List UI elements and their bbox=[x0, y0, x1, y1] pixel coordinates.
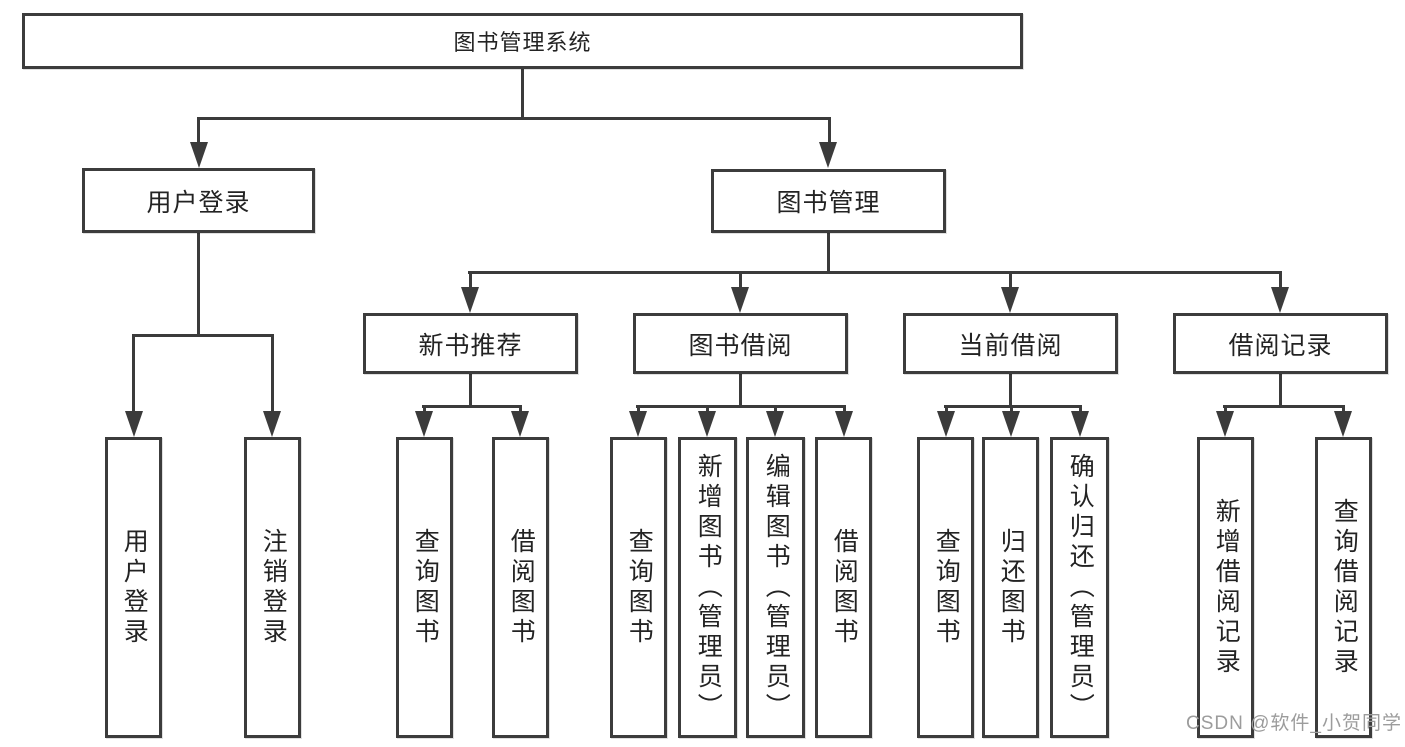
node-new-book-recommend: 新书推荐 bbox=[363, 313, 578, 374]
edge-line bbox=[739, 374, 742, 408]
edge-arrowhead bbox=[125, 411, 143, 437]
leaf-borrow-book-borrow: 借阅图书 bbox=[815, 437, 872, 738]
leaf-borrow-book-newbook-label: 借阅图书 bbox=[507, 527, 536, 648]
edge-arrowhead bbox=[937, 411, 955, 437]
edge-line bbox=[1079, 405, 1082, 413]
leaf-confirm-return-admin-label: 确认归还（管理员） bbox=[1066, 452, 1095, 723]
edge-line bbox=[271, 334, 274, 412]
edge-arrowhead bbox=[1002, 411, 1020, 437]
edge-arrowhead bbox=[835, 411, 853, 437]
edge-line bbox=[843, 405, 846, 413]
leaf-add-book-admin-label: 新增图书（管理员） bbox=[694, 452, 723, 723]
edge-line bbox=[1342, 405, 1345, 413]
edge-line bbox=[1010, 405, 1013, 413]
edge-line bbox=[521, 69, 524, 118]
node-new-book-recommend-label: 新书推荐 bbox=[418, 331, 523, 360]
node-book-management: 图书管理 bbox=[711, 169, 946, 233]
node-current-borrow: 当前借阅 bbox=[903, 313, 1118, 374]
leaf-add-book-admin: 新增图书（管理员） bbox=[678, 437, 737, 738]
leaf-query-book-newbook-label: 查询图书 bbox=[411, 527, 440, 648]
edge-line bbox=[774, 405, 777, 413]
leaf-add-borrow-record: 新增借阅记录 bbox=[1197, 437, 1254, 738]
edge-line bbox=[469, 271, 472, 289]
node-borrow-records: 借阅记录 bbox=[1173, 313, 1388, 374]
node-book-borrow-label: 图书借阅 bbox=[688, 331, 793, 360]
edge-line bbox=[827, 233, 830, 273]
edge-arrowhead bbox=[698, 411, 716, 437]
edge-arrowhead bbox=[263, 411, 281, 437]
edge-arrowhead bbox=[415, 411, 433, 437]
edge-arrowhead bbox=[1071, 411, 1089, 437]
edge-line bbox=[197, 117, 200, 145]
edge-line bbox=[1279, 374, 1282, 408]
edge-line bbox=[197, 117, 831, 120]
edge-arrowhead bbox=[1271, 287, 1289, 313]
leaf-query-book-newbook: 查询图书 bbox=[396, 437, 453, 738]
edge-arrowhead bbox=[629, 411, 647, 437]
edge-line bbox=[469, 374, 472, 408]
edge-arrowhead bbox=[1216, 411, 1234, 437]
edge-line bbox=[1224, 405, 1227, 413]
leaf-confirm-return-admin: 确认归还（管理员） bbox=[1050, 437, 1109, 738]
leaf-query-book-borrow: 查询图书 bbox=[610, 437, 667, 738]
leaf-edit-book-admin: 编辑图书（管理员） bbox=[746, 437, 805, 738]
edge-line bbox=[739, 271, 742, 289]
edge-arrowhead bbox=[461, 287, 479, 313]
edge-line bbox=[706, 405, 709, 413]
edge-line bbox=[519, 405, 522, 413]
edge-line bbox=[423, 405, 426, 413]
edge-line bbox=[636, 405, 846, 408]
node-root-label: 图书管理系统 bbox=[453, 30, 592, 55]
edge-arrowhead bbox=[1334, 411, 1352, 437]
edge-line bbox=[197, 233, 200, 337]
edge-line bbox=[1279, 271, 1282, 289]
edge-line bbox=[1223, 405, 1345, 408]
leaf-query-borrow-record: 查询借阅记录 bbox=[1315, 437, 1372, 738]
edge-arrowhead bbox=[819, 142, 837, 168]
edge-line bbox=[828, 117, 831, 145]
edge-line bbox=[945, 405, 948, 413]
node-current-borrow-label: 当前借阅 bbox=[958, 331, 1063, 360]
leaf-return-book: 归还图书 bbox=[982, 437, 1039, 738]
edge-arrowhead bbox=[731, 287, 749, 313]
leaf-logout-label: 注销登录 bbox=[259, 527, 288, 648]
leaf-query-book-borrow-label: 查询图书 bbox=[625, 527, 654, 648]
edge-line bbox=[422, 405, 522, 408]
leaf-user-login-label: 用户登录 bbox=[120, 527, 149, 648]
edge-line bbox=[944, 405, 1082, 408]
node-user-login: 用户登录 bbox=[82, 168, 315, 233]
node-book-borrow: 图书借阅 bbox=[633, 313, 848, 374]
leaf-add-borrow-record-label: 新增借阅记录 bbox=[1212, 497, 1241, 678]
node-user-login-label: 用户登录 bbox=[146, 188, 251, 217]
watermark: CSDN @软件_小贺同学 bbox=[1186, 713, 1402, 734]
node-root: 图书管理系统 bbox=[22, 13, 1023, 69]
leaf-query-book-current-label: 查询图书 bbox=[932, 527, 961, 648]
leaf-query-book-current: 查询图书 bbox=[917, 437, 974, 738]
leaf-user-login: 用户登录 bbox=[105, 437, 162, 738]
edge-line bbox=[468, 271, 1282, 274]
leaf-borrow-book-borrow-label: 借阅图书 bbox=[830, 527, 859, 648]
node-borrow-records-label: 借阅记录 bbox=[1228, 331, 1333, 360]
leaf-edit-book-admin-label: 编辑图书（管理员） bbox=[762, 452, 791, 723]
leaf-logout: 注销登录 bbox=[244, 437, 301, 738]
leaf-return-book-label: 归还图书 bbox=[997, 527, 1026, 648]
edge-arrowhead bbox=[190, 142, 208, 168]
edge-line bbox=[132, 334, 274, 337]
leaf-borrow-book-newbook: 借阅图书 bbox=[492, 437, 549, 738]
edge-arrowhead bbox=[766, 411, 784, 437]
edge-arrowhead bbox=[511, 411, 529, 437]
node-book-management-label: 图书管理 bbox=[776, 189, 881, 217]
edge-line bbox=[132, 334, 135, 412]
edge-line bbox=[1009, 271, 1012, 289]
edge-line bbox=[1009, 374, 1012, 408]
edge-arrowhead bbox=[1001, 287, 1019, 313]
edge-line bbox=[637, 405, 640, 413]
leaf-query-borrow-record-label: 查询借阅记录 bbox=[1330, 497, 1359, 678]
